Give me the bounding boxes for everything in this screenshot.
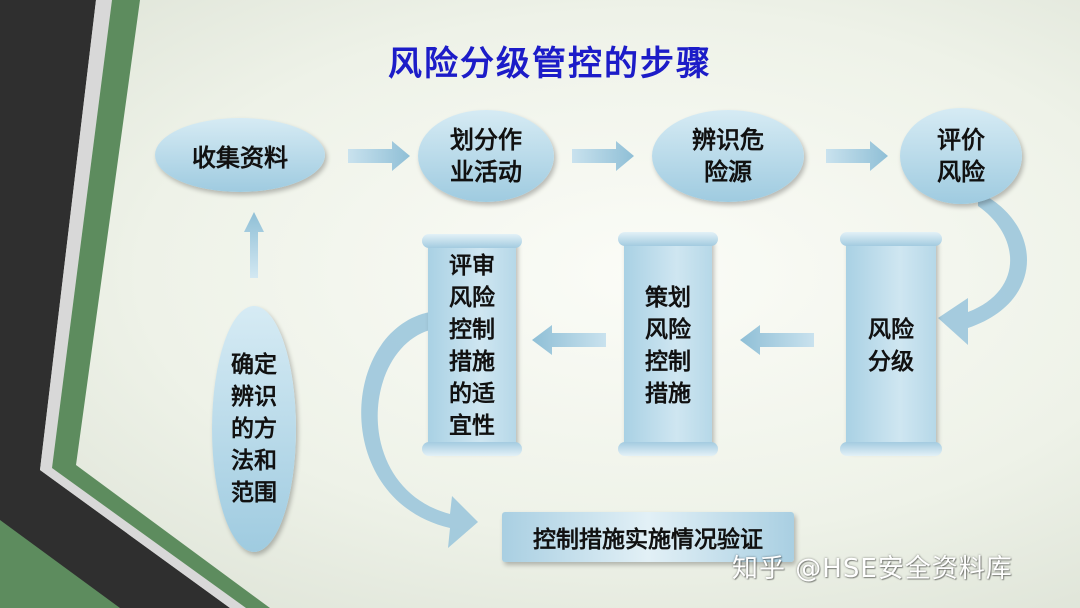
node-divide-activities: 划分作 业活动 — [418, 110, 554, 202]
curve-evaluate-to-classify — [938, 192, 1027, 345]
review-line: 宜性 — [449, 413, 495, 439]
scope-line: 辨识 — [231, 384, 277, 410]
review-line: 措施 — [449, 349, 495, 375]
review-line: 风险 — [449, 285, 495, 311]
node-evaluate-line2: 风险 — [937, 158, 985, 186]
curve-review-to-verify — [361, 312, 478, 548]
review-line: 控制 — [449, 317, 495, 343]
node-evaluate-line1: 评价 — [937, 126, 985, 154]
node-collect-data: 收集资料 — [155, 118, 325, 192]
scope-line: 法和 — [231, 448, 277, 474]
plan-line: 策划 — [645, 285, 691, 311]
plan-line: 措施 — [645, 381, 691, 407]
verify-label: 控制措施实施情况验证 — [533, 527, 763, 553]
node-divide-line2: 业活动 — [450, 158, 522, 186]
arrow-identify-to-evaluate — [826, 141, 888, 171]
classify-line: 分级 — [868, 349, 914, 375]
node-divide-line1: 划分作 — [450, 126, 522, 154]
scope-line: 确定 — [231, 352, 277, 378]
node-identify-line1: 辨识危 — [692, 126, 764, 154]
plan-line: 风险 — [645, 317, 691, 343]
review-line: 的适 — [449, 381, 495, 407]
node-verify-implementation: 控制措施实施情况验证 — [502, 512, 794, 562]
node-identify-line2: 险源 — [704, 158, 752, 186]
review-line: 评审 — [449, 253, 495, 279]
arrow-plan-to-review — [532, 325, 606, 355]
scope-line: 的方 — [231, 416, 277, 442]
arrow-classify-to-plan — [740, 325, 814, 355]
watermark: 知乎 @HSE安全资料库 — [732, 554, 1013, 584]
node-identify-hazards: 辨识危 险源 — [652, 110, 804, 202]
page-title: 风险分级管控的步骤 — [388, 44, 712, 84]
scope-line: 范围 — [231, 480, 277, 506]
node-review-control-measures: 评审 风险 控制 措施 的适 宜性 — [422, 234, 522, 456]
arrow-divide-to-identify — [572, 141, 634, 171]
node-risk-classification: 风险 分级 — [840, 232, 942, 456]
classify-line: 风险 — [868, 317, 914, 343]
arrow-collect-to-divide — [348, 141, 410, 171]
node-determine-scope: 确定 辨识 的方 法和 范围 — [212, 306, 296, 552]
node-evaluate-risk: 评价 风险 — [900, 108, 1022, 204]
node-plan-control-measures: 策划 风险 控制 措施 — [618, 232, 718, 456]
plan-line: 控制 — [645, 349, 691, 375]
node-collect-label: 收集资料 — [192, 143, 288, 172]
arrow-scope-to-collect — [244, 212, 264, 278]
